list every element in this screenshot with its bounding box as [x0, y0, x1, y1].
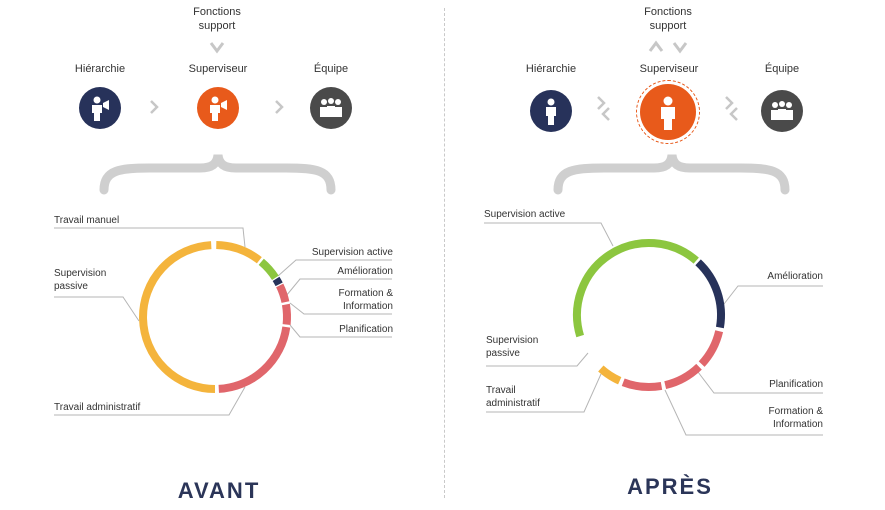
support-functions-label: Fonctions support: [193, 6, 241, 32]
ring-segment-formation: [664, 363, 702, 390]
leader-line: [484, 222, 614, 247]
heading-apres: APRÈS: [627, 474, 713, 499]
role-label-superviseur: Superviseur: [188, 63, 248, 75]
ring-segment-supervision-active: [573, 239, 699, 338]
role-label-equipe: Équipe: [764, 63, 800, 75]
support-functions-label: Fonctions support: [644, 6, 692, 32]
label-amelioration: Amélioration: [767, 271, 823, 282]
person-megaphone-icon: [210, 96, 227, 121]
label-formation: Formation & Information: [768, 406, 823, 430]
chevron-right-icon: [597, 96, 606, 110]
chevron-right-icon: [275, 100, 284, 114]
equipe-circle: [310, 87, 352, 129]
person-icon: [661, 96, 675, 130]
ring-segment-supervision-active: [258, 258, 279, 281]
label-amelioration: Amélioration: [337, 266, 393, 277]
label-supervision-active: Supervision active: [311, 247, 393, 258]
leader-line: [277, 259, 392, 277]
group-icon: [320, 98, 342, 117]
superviseur-circle: [640, 84, 696, 140]
chevron-right-icon: [725, 96, 734, 110]
leader-line: [697, 371, 823, 394]
label-formation: Formation & Information: [338, 288, 393, 312]
group-icon: [771, 101, 793, 120]
label-travail-administratif: Travail administratif: [54, 402, 141, 413]
ring-segment-amelioration: [695, 259, 725, 329]
role-label-equipe: Équipe: [313, 63, 349, 75]
ring-segment-supervision-passive: [139, 241, 216, 393]
leader-line: [289, 324, 392, 338]
person-megaphone-icon: [92, 96, 109, 121]
hierarchie-circle: [530, 90, 572, 132]
ring-segment-travail-administratif: [218, 326, 291, 393]
label-supervision-active: Supervision active: [484, 209, 566, 220]
ring-segment-planification: [281, 303, 291, 325]
leader-line: [723, 285, 823, 305]
leader-line: [54, 386, 246, 416]
chevron-right-icon: [150, 100, 159, 114]
chevron-down-icon: [209, 42, 225, 54]
label-travail-administratif: Travail administratif: [486, 385, 540, 409]
avant-connectors: [54, 42, 392, 416]
superviseur-highlight-ring: [636, 80, 700, 144]
apres-connectors: [484, 40, 823, 436]
apres-donut: [573, 239, 725, 391]
chevron-left-icon: [729, 107, 738, 121]
label-travail-manuel: Travail manuel: [54, 215, 120, 226]
superviseur-circle: [197, 87, 239, 129]
ring-segment-amelioration: [272, 276, 283, 287]
label-supervision-passive: Supervision passive: [54, 268, 107, 292]
leader-line: [664, 389, 823, 436]
ring-segment-travail-administratif: [621, 378, 663, 391]
leader-line: [54, 296, 140, 322]
leader-line: [289, 302, 392, 315]
panel-divider: [444, 8, 445, 498]
ring-segment-formation: [276, 283, 290, 303]
equipe-circle: [761, 90, 803, 132]
role-label-hierarchie: Hiérarchie: [74, 63, 126, 75]
label-planification: Planification: [339, 324, 393, 335]
person-icon: [546, 98, 556, 125]
chevron-left-icon: [601, 107, 610, 121]
brace-shape: [99, 154, 336, 195]
leader-line: [486, 373, 602, 413]
avant-donut: [139, 241, 291, 393]
hierarchie-circle: [79, 87, 121, 129]
label-supervision-passive: Supervision passive: [486, 335, 539, 359]
panel-avant: Fonctions support Hiérarchie Superviseur…: [0, 0, 442, 510]
label-planification: Planification: [769, 379, 823, 390]
role-label-superviseur: Superviseur: [639, 63, 699, 75]
leader-line: [285, 278, 392, 297]
ring-segment-travail-manuel: [216, 241, 262, 264]
chevron-down-icon: [672, 42, 688, 54]
heading-avant: AVANT: [177, 478, 261, 503]
leader-line: [54, 227, 246, 248]
chevron-up-icon: [648, 40, 664, 52]
leader-line: [486, 352, 589, 367]
ring-segment-supervision-passive: [598, 365, 622, 385]
ring-segment-planification: [698, 330, 724, 367]
brace-shape: [553, 154, 790, 195]
role-label-hierarchie: Hiérarchie: [525, 63, 577, 75]
panel-apres: Fonctions support Hiérarchie Superviseur: [446, 0, 885, 510]
